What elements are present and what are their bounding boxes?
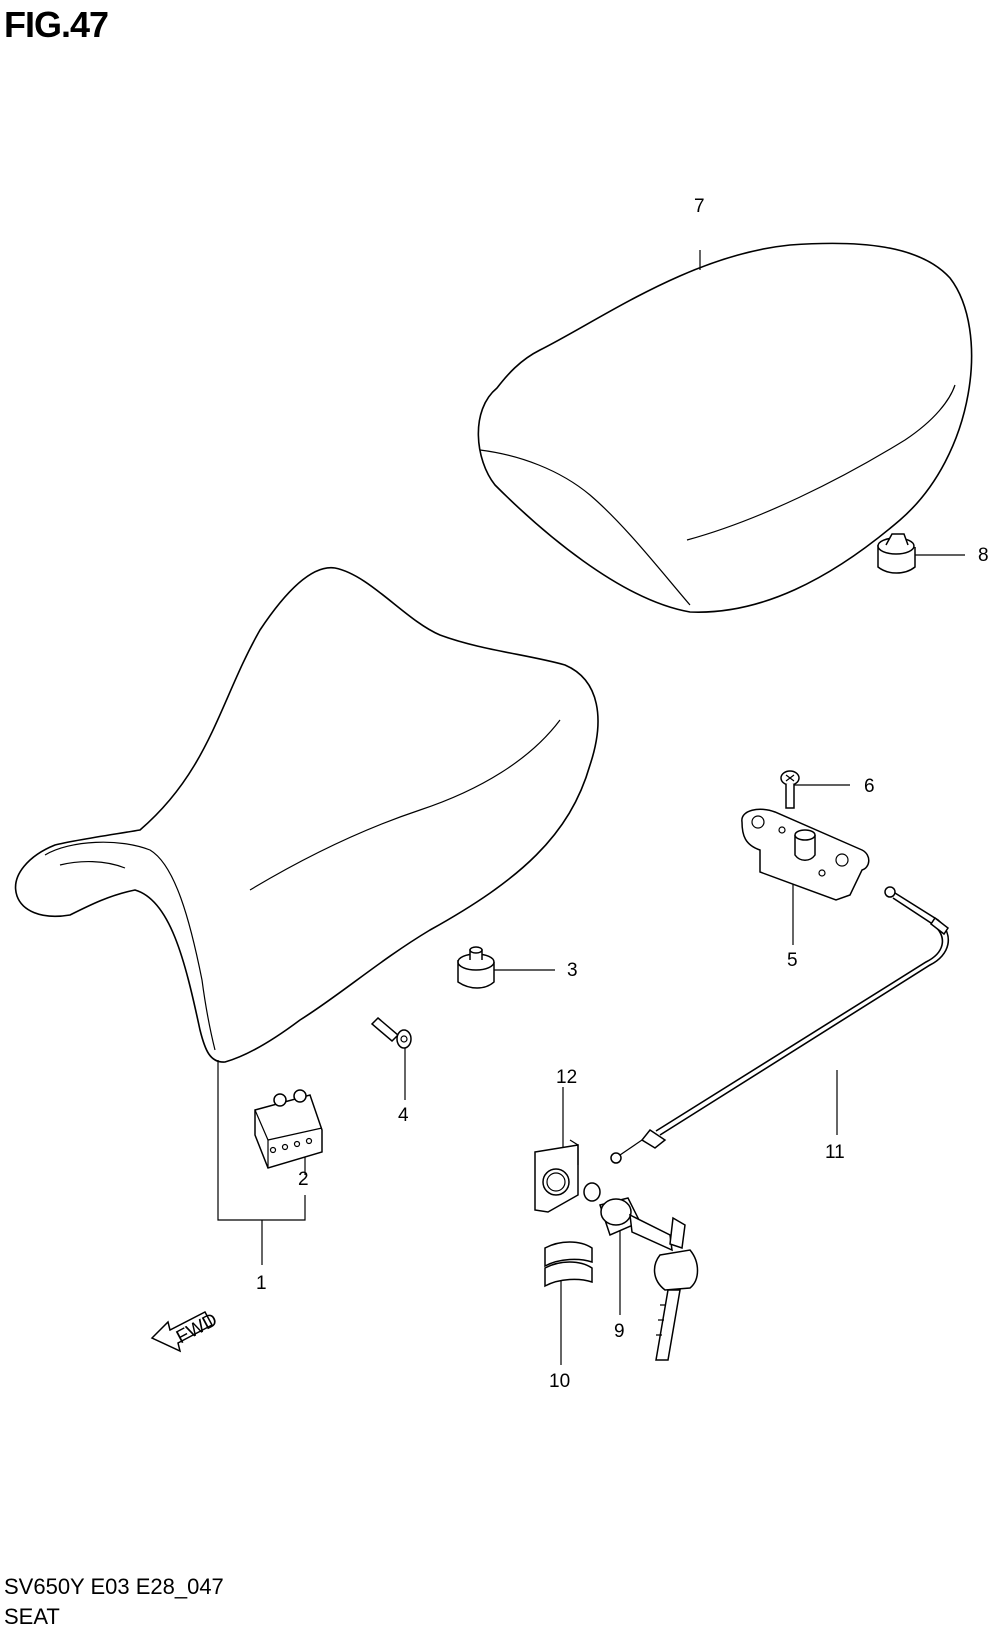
lock-bracket-drawing (534, 1139, 579, 1213)
seat-cushion-rubber-drawing (457, 946, 495, 989)
callout-6: 6 (864, 776, 875, 797)
seat-lock-assy-drawing (741, 808, 870, 901)
seat-lock-cable-drawing (610, 886, 950, 1164)
section-name: SEAT (4, 1604, 60, 1629)
rear-seat-cushion-drawing (877, 533, 916, 574)
front-seat-drawing (14, 566, 599, 1063)
callout-2: 2 (298, 1169, 309, 1190)
callout-12: 12 (556, 1067, 577, 1088)
callout-5: 5 (787, 950, 798, 971)
callout-7: 7 (694, 196, 705, 217)
seat-bracket-drawing (254, 1089, 323, 1169)
callout-11: 11 (825, 1142, 845, 1163)
model-code: SV650Y E03 E28_047 (4, 1574, 224, 1599)
callout-10: 10 (549, 1371, 570, 1392)
rear-seat-drawing (477, 242, 973, 613)
screw-drawing (780, 770, 800, 809)
seat-lock-set-drawing (583, 1182, 699, 1361)
figure-title: FIG.47 (4, 4, 109, 45)
callout-9: 9 (614, 1321, 625, 1342)
bolt-drawing (370, 1016, 412, 1049)
callout-8: 8 (978, 545, 989, 566)
lock-clip-drawing (544, 1241, 593, 1288)
callout-3: 3 (567, 960, 578, 981)
callout-1: 1 (256, 1273, 267, 1294)
fwd-label: FWD (173, 1309, 221, 1348)
leader-lines (217, 554, 965, 1365)
fwd-arrow-icon: FWD (150, 1309, 221, 1353)
callout-4: 4 (398, 1105, 409, 1126)
